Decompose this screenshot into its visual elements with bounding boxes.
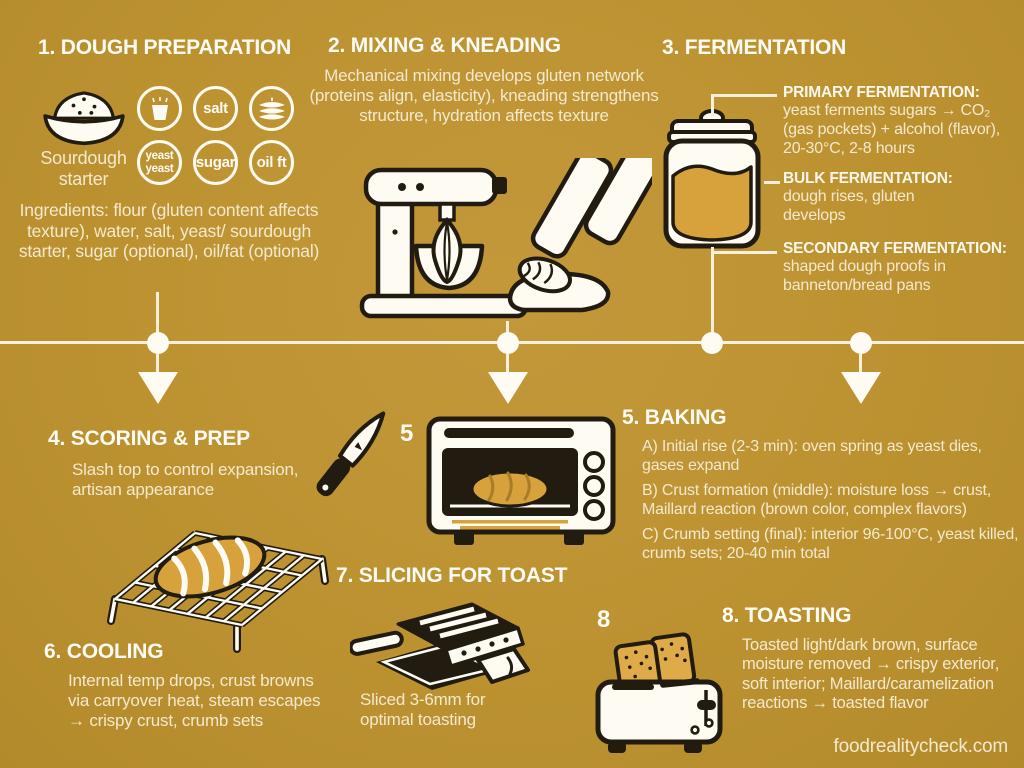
oil-circle: oil ft <box>249 140 294 185</box>
timeline-node-1 <box>147 332 169 354</box>
section-title-toasting: 8. TOASTING <box>722 604 852 627</box>
section-title-dough-preparation: 1. DOUGH PREPARATION <box>38 36 292 59</box>
connector-jar-to-timeline <box>711 247 714 343</box>
sugar-circle: sugar <box>193 140 238 185</box>
sugar-label: sugar <box>195 154 236 171</box>
timeline-stem-up-2 <box>506 321 509 342</box>
timeline-node-4 <box>850 332 872 354</box>
section-title-scoring-prep: 4. SCORING & PREP <box>48 427 250 450</box>
scoring-knife-icon <box>316 411 386 497</box>
stand-mixer-kneading-icon <box>359 158 652 319</box>
section-title-slicing: 7. SLICING FOR TOAST <box>336 564 568 587</box>
toasting-body: Toasted light/dark brown, surface moistu… <box>742 636 1000 713</box>
bread-slicer-icon <box>350 602 530 690</box>
connector-primary-vertical <box>711 94 714 116</box>
timeline-stem-down-1 <box>156 354 159 374</box>
butter-circle <box>249 86 294 131</box>
timeline-stem-down-2 <box>506 354 509 374</box>
flour-bowl-icon <box>43 91 125 146</box>
mixing-body: Mechanical mixing develops gluten networ… <box>309 66 659 126</box>
scoring-body: Slash top to control expansion, artisan … <box>72 460 299 500</box>
connector-primary-horizontal <box>711 94 777 97</box>
section-title-fermentation: 3. FERMENTATION <box>662 36 847 59</box>
oven-number-label: 5 <box>400 420 414 447</box>
cooling-body: Internal temp drops, crust browns via ca… <box>68 671 321 731</box>
section-title-baking: 5. BAKING <box>622 406 727 429</box>
secondary-fermentation-body: shaped dough proofs in banneton/bread pa… <box>783 258 946 294</box>
timeline-node-2 <box>497 332 519 354</box>
section-title-mixing-kneading: 2. MIXING & KNEADING <box>328 34 561 57</box>
water-cup-circle <box>137 86 182 131</box>
bulk-fermentation-title: BULK FERMENTATION: <box>783 170 953 187</box>
bowl-caption: Sourdough starter <box>40 148 127 190</box>
baking-item-a: A) Initial rise (2-3 min): oven spring a… <box>642 438 982 474</box>
oil-label: oil ft <box>256 154 287 171</box>
primary-fermentation-body: yeast ferments sugars → CO₂ (gas pockets… <box>783 102 1001 157</box>
footer-site-url: foodrealitycheck.com <box>833 736 1009 757</box>
salt-circle: salt <box>193 86 238 131</box>
oven-icon <box>426 416 616 545</box>
timeline-node-3 <box>701 332 723 354</box>
connector-secondary-horizontal <box>711 251 777 254</box>
flow-arrow-1 <box>138 372 178 404</box>
bulk-fermentation-body: dough rises, gluten develops <box>783 188 915 224</box>
toaster-number-label: 8 <box>597 606 611 633</box>
slicing-body: Sliced 3-6mm for optimal toasting <box>360 690 486 730</box>
baking-item-c: C) Crumb setting (final): interior 96-10… <box>642 526 1019 562</box>
baking-item-b: B) Crust formation (middle): moisture lo… <box>642 482 991 518</box>
section-title-cooling: 6. COOLING <box>44 640 164 663</box>
dough-prep-body: Ingredients: flour (gluten content affec… <box>18 200 320 262</box>
secondary-fermentation-title: SECONDARY FERMENTATION: <box>783 240 1007 257</box>
salt-label: salt <box>203 100 228 117</box>
flow-arrow-3 <box>841 372 881 404</box>
connector-bulk-horizontal <box>764 181 780 184</box>
yeast-label: yeast yeast <box>145 150 174 175</box>
cooling-rack-bread-icon <box>70 525 335 657</box>
timeline-stem-down-3 <box>859 354 862 374</box>
timeline-stem-up-1 <box>156 292 159 342</box>
flow-arrow-2 <box>488 372 528 404</box>
yeast-circle: yeast yeast <box>137 140 182 185</box>
primary-fermentation-title: PRIMARY FERMENTATION: <box>783 84 980 101</box>
toaster-icon <box>595 632 723 753</box>
water-cup-icon <box>151 96 168 120</box>
fermentation-jar-icon <box>663 109 761 249</box>
butter-icon <box>258 97 285 119</box>
